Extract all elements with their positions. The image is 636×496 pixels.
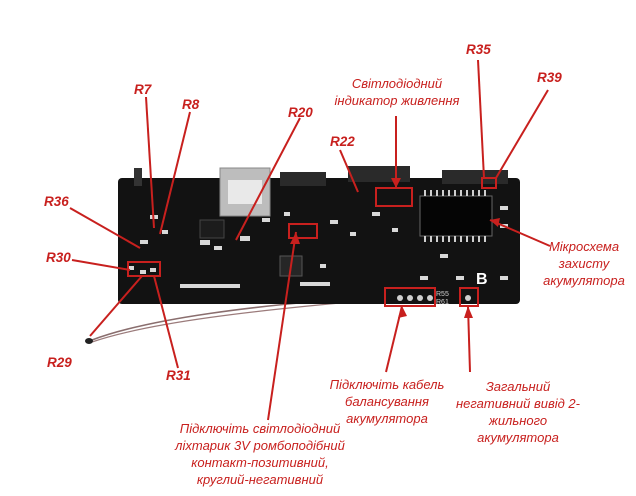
label-r35: R35 bbox=[466, 42, 491, 57]
label-r7: R7 bbox=[134, 82, 152, 97]
annotation-led-flashlight-line3: контакт-позитивний, bbox=[191, 455, 329, 470]
annotation-negative-lead: Загальний негативний вивід 2- жильного а… bbox=[448, 378, 588, 446]
switch bbox=[134, 168, 142, 186]
annotation-negative-lead-line4: акумулятора bbox=[477, 430, 559, 445]
annotation-balance-cable-line2: балансування bbox=[345, 394, 429, 409]
thermistor-bead bbox=[85, 338, 93, 344]
annotation-negative-lead-line2: негативний вивід 2- bbox=[456, 396, 580, 411]
board-marker-r55: R55 bbox=[436, 291, 449, 298]
board-marker-r61: R61 bbox=[436, 299, 449, 306]
label-r20: R20 bbox=[288, 105, 313, 120]
annotation-led-flashlight: Підключіть світлодіодний ліхтарик 3V ром… bbox=[150, 420, 370, 488]
annotation-protection-chip: Мікросхема захисту акумулятора bbox=[536, 238, 632, 289]
annotation-balance-cable: Підключіть кабель балансування акумулято… bbox=[320, 376, 454, 427]
arrow-heads bbox=[290, 178, 500, 318]
balance-pad-3 bbox=[427, 295, 433, 301]
balance-pad-2 bbox=[417, 295, 423, 301]
annotation-led-flashlight-line1: Підключіть світлодіодний bbox=[179, 421, 341, 436]
annotation-power-indicator-line2: індикатор живлення bbox=[334, 93, 460, 108]
balance-pad-1 bbox=[407, 295, 413, 301]
label-r31: R31 bbox=[166, 368, 191, 383]
label-r22: R22 bbox=[330, 134, 355, 149]
annotation-protection-chip-line1: Мікросхема bbox=[548, 239, 620, 254]
annotation-negative-lead-line3: жильного bbox=[488, 413, 548, 428]
annotation-protection-chip-line3: акумулятора bbox=[543, 273, 625, 288]
usb-a-port-2 bbox=[442, 170, 508, 184]
label-r29: R29 bbox=[47, 355, 72, 370]
chip-pins bbox=[424, 190, 486, 242]
balance-pad-0 bbox=[397, 295, 403, 301]
annotation-balance-cable-line1: Підключіть кабель bbox=[329, 377, 445, 392]
leader-lines bbox=[69, 59, 551, 421]
annotation-negative-lead-line1: Загальний bbox=[485, 379, 551, 394]
annotation-power-indicator-line1: Світлодіодний bbox=[351, 76, 443, 91]
label-r39: R39 bbox=[537, 70, 562, 85]
smd-components bbox=[128, 206, 508, 288]
annotation-balance-cable-line3: акумулятора bbox=[346, 411, 428, 426]
micro-usb-port bbox=[280, 172, 326, 186]
label-r36: R36 bbox=[44, 194, 69, 209]
annotation-power-indicator: Світлодіодний індикатор живлення bbox=[332, 75, 462, 109]
annotation-protection-chip-line2: захисту bbox=[558, 256, 610, 271]
label-r30: R30 bbox=[46, 250, 71, 265]
annotation-led-flashlight-line2: ліхтарик 3V ромбоподібний bbox=[175, 438, 345, 453]
protection-chip bbox=[419, 195, 493, 237]
usb-a-port bbox=[348, 166, 410, 182]
thermistor-wire-2 bbox=[91, 300, 363, 343]
annotation-led-flashlight-line4: круглий-негативний bbox=[196, 472, 324, 487]
label-r8: R8 bbox=[182, 97, 200, 112]
ic-small bbox=[199, 219, 225, 239]
board-marker-b: B bbox=[476, 271, 488, 288]
negative-pad bbox=[465, 295, 471, 301]
